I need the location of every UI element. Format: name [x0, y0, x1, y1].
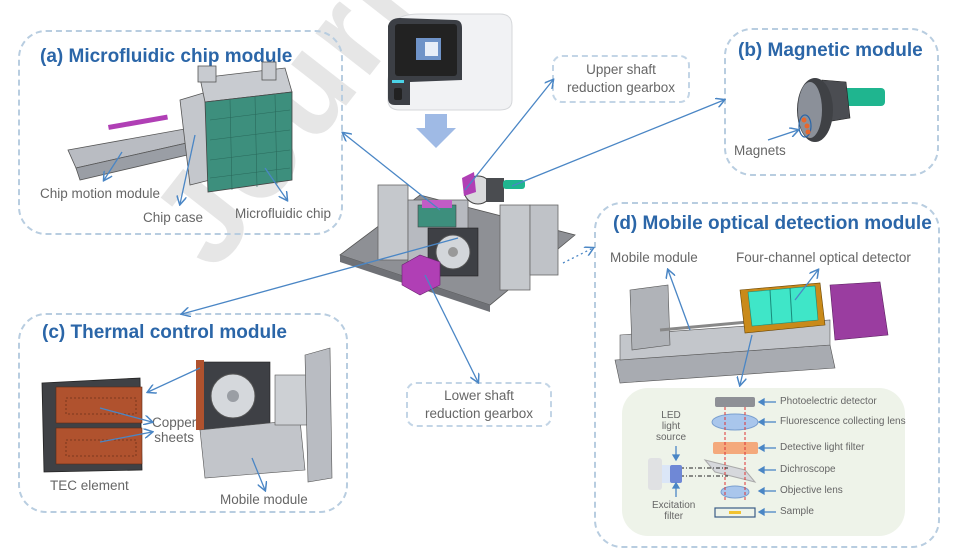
label-dichroscope: Dichroscope [780, 464, 836, 475]
arrow-to-optical-module [562, 248, 593, 264]
panel-c-title: (c) Thermal control module [42, 322, 287, 343]
panel-a-title: (a) Microfluidic chip module [40, 46, 293, 67]
label-mobile-module-thermal: Mobile module [220, 492, 308, 507]
label-microfluidic-chip: Microfluidic chip [235, 206, 332, 221]
label-fluorescence-lens: Fluorescence collecting lens [780, 416, 906, 427]
label-mobile-module-optical: Mobile module [610, 250, 698, 265]
exc-line1: Excitation [652, 500, 696, 511]
upper-gearbox-line2: reduction gearbox [566, 80, 676, 95]
label-photoelectric-detector: Photoelectric detector [780, 396, 877, 407]
copper-line2: sheets [154, 430, 195, 445]
label-tec-element: TEC element [50, 478, 129, 493]
label-sample: Sample [780, 506, 814, 517]
label-copper-sheets: Copper sheets [152, 415, 196, 445]
exc-line2: filter [664, 511, 684, 522]
lower-gearbox-line1: Lower shaft [444, 387, 514, 403]
arrow-to-lower-gearbox [424, 274, 478, 382]
panel-d-title: (d) Mobile optical detection module [613, 213, 932, 234]
lower-gearbox-line2: reduction gearbox [424, 405, 534, 421]
led-line1: LED [661, 410, 681, 421]
panel-b-title: (b) Magnetic module [738, 40, 923, 61]
led-line2: light [661, 421, 681, 432]
arrow-to-chip-module [343, 133, 441, 211]
callout-lower-shaft-gearbox: Lower shaft reduction gearbox [406, 382, 552, 427]
panel-mobile-optical-detection-module [594, 202, 940, 548]
label-excitation-filter: Excitation filter [652, 500, 695, 522]
arrow-to-upper-gearbox [464, 80, 553, 191]
copper-line1: Copper [152, 415, 197, 430]
arrow-to-magnetic-module [511, 100, 724, 187]
label-led-light-source: LED light source [656, 410, 686, 443]
label-detective-light-filter: Detective light filter [780, 442, 865, 453]
callout-upper-shaft-gearbox: Upper shaft reduction gearbox [552, 55, 690, 103]
arrow-to-thermal-module [182, 237, 459, 314]
label-chip-motion-module: Chip motion module [40, 186, 161, 201]
label-chip-case: Chip case [143, 210, 204, 225]
led-line3: source [656, 432, 687, 443]
label-objective-lens: Objective lens [780, 485, 843, 496]
label-four-channel-detector: Four-channel optical detector [736, 250, 911, 265]
upper-gearbox-line1: Upper shaft [586, 62, 656, 77]
label-magnets: Magnets [734, 143, 786, 158]
